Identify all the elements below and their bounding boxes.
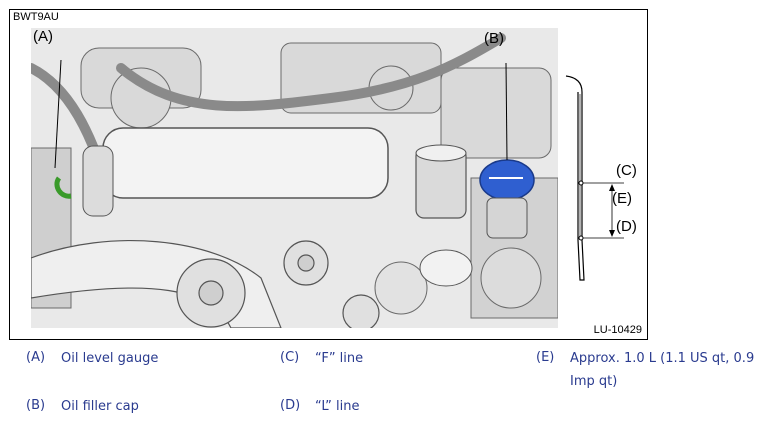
figure-frame: BWT9AU — [9, 9, 648, 340]
engine-illustration — [31, 28, 558, 328]
legend-item-d: (D) “L” line — [280, 398, 520, 422]
legend-key: (C) — [280, 350, 300, 365]
figure-reference: LU-10429 — [593, 324, 642, 336]
legend-item-a: (A) Oil level gauge — [26, 350, 266, 374]
legend-key: (A) — [26, 350, 46, 365]
legend-text: “L” line — [315, 399, 360, 414]
callout-d: (D) — [616, 218, 637, 235]
callout-c: (C) — [616, 162, 637, 179]
legend-key: (E) — [536, 350, 555, 365]
legend-text: “F” line — [315, 351, 364, 366]
legend-item-b: (B) Oil filler cap — [26, 398, 266, 422]
oil-level-gauge-diagram — [565, 75, 624, 281]
legend-key: (B) — [26, 398, 46, 413]
legend-text: Approx. 1.0 L (1.1 US qt, 0.9 Imp qt) — [570, 351, 755, 389]
legend-text: Oil filler cap — [61, 399, 139, 414]
legend-item-c: (C) “F” line — [280, 350, 520, 374]
legend-item-e: (E) Approx. 1.0 L (1.1 US qt, 0.9 Imp qt… — [536, 350, 772, 398]
legend-key: (D) — [280, 398, 301, 413]
legend-text: Oil level gauge — [61, 351, 159, 366]
callout-a: (A) — [33, 28, 53, 45]
figure-id: BWT9AU — [13, 11, 59, 23]
callout-b: (B) — [484, 30, 504, 47]
callout-e: (E) — [612, 190, 632, 207]
